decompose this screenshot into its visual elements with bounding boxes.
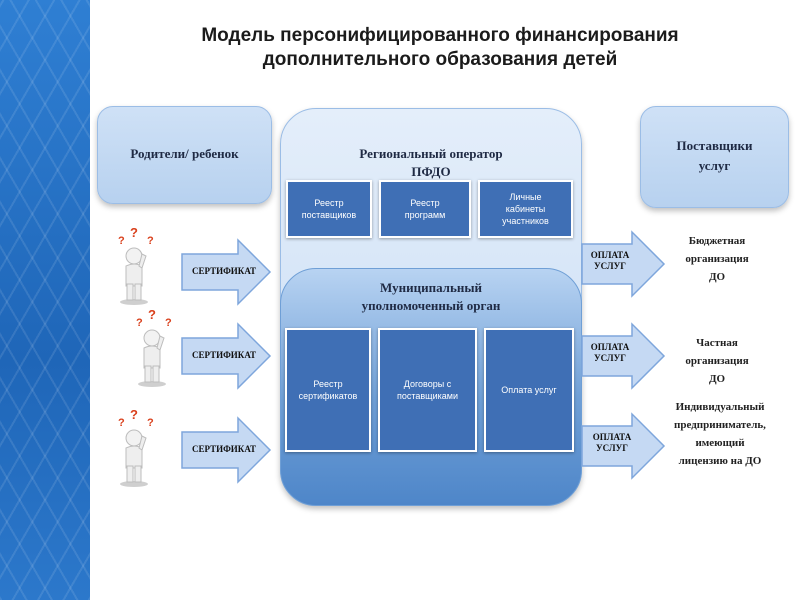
contracts-line2: поставщиками xyxy=(397,391,458,401)
providers-title-line2: услуг xyxy=(698,158,731,173)
question-mark-2a: ? xyxy=(136,317,143,329)
provider-private: Частная организация ДО xyxy=(662,334,772,388)
provider-individual-line2: предприниматель, xyxy=(674,419,766,431)
providers-title-line1: Поставщики xyxy=(676,138,753,153)
provider-individual-line4: лицензию на ДО xyxy=(678,455,762,467)
certificate-arrow-1 xyxy=(181,238,272,306)
payment-label-2: ОПЛАТА УСЛУГ xyxy=(582,342,638,364)
payment-label-3-line2: УСЛУГ xyxy=(596,443,628,453)
provider-private-line3: ДО xyxy=(708,373,726,385)
provider-individual: Индивидуальный предприниматель, имеющий … xyxy=(656,398,784,470)
payment-services-line1: Оплата услуг xyxy=(501,385,557,395)
payment-label-1: ОПЛАТА УСЛУГ xyxy=(582,250,638,272)
person-2-icon: ? ? ? xyxy=(136,308,172,387)
parents-box: Родители/ ребенок xyxy=(97,106,272,204)
provider-budget-line2: организация xyxy=(685,253,749,265)
provider-private-line1: Частная xyxy=(696,337,738,349)
registry-certificates-line2: сертификатов xyxy=(298,391,358,401)
registry-providers-line2: поставщиков xyxy=(301,210,357,220)
payment-label-2-line2: УСЛУГ xyxy=(594,353,626,363)
payment-label-3: ОПЛАТА УСЛУГ xyxy=(584,432,640,454)
parents-label: Родители/ ребенок xyxy=(130,146,239,161)
personal-accounts-line1: Личные xyxy=(509,192,542,202)
page-title: Модель персонифицированного финансирован… xyxy=(110,24,770,72)
question-mark-1c: ? xyxy=(147,235,154,247)
person-1-icon: ? ? ? xyxy=(118,226,154,305)
certificate-label-3: СЕРТИФИКАТ xyxy=(191,444,257,454)
contracts-line1: Договоры с xyxy=(403,379,452,389)
registry-programs-line1: Реестр xyxy=(410,198,440,208)
payment-label-1-line1: ОПЛАТА xyxy=(590,250,630,260)
question-mark-2c: ? xyxy=(165,317,172,329)
payment-services-box: Оплата услуг xyxy=(484,328,574,452)
person-3-icon: ? ? ? xyxy=(118,408,154,487)
registry-programs-line2: программ xyxy=(404,210,446,220)
regional-operator-title: Региональный оператор xyxy=(359,146,503,161)
certificate-arrow-2 xyxy=(181,322,272,390)
registry-providers-line1: Реестр xyxy=(314,198,344,208)
provider-budget: Бюджетная организация ДО xyxy=(662,232,772,286)
payment-arrow-1 xyxy=(581,230,666,298)
provider-budget-line1: Бюджетная xyxy=(688,235,746,247)
personal-accounts-box: Личные кабинеты участников xyxy=(478,180,573,238)
question-mark-3c: ? xyxy=(147,417,154,429)
contracts-box: Договоры с поставщиками xyxy=(378,328,477,452)
payment-label-3-line1: ОПЛАТА xyxy=(592,432,632,442)
payment-label-2-line1: ОПЛАТА xyxy=(590,342,630,352)
payment-label-1-line2: УСЛУГ xyxy=(594,261,626,271)
decorative-side-stripe xyxy=(0,0,90,600)
title-line-1: Модель персонифицированного финансирован… xyxy=(201,25,679,46)
payment-arrow-3 xyxy=(581,412,666,480)
personal-accounts-line3: участников xyxy=(502,216,549,226)
question-mark-1a: ? xyxy=(118,235,125,247)
provider-private-line2: организация xyxy=(685,355,749,367)
providers-box: Поставщики услуг xyxy=(640,106,789,208)
question-mark-2b: ? xyxy=(148,308,156,322)
provider-individual-line1: Индивидуальный xyxy=(675,401,765,413)
certificate-label-2: СЕРТИФИКАТ xyxy=(191,350,257,360)
municipal-subtitle: уполномоченный орган xyxy=(361,298,501,313)
personal-accounts-line2: кабинеты xyxy=(505,204,546,214)
provider-budget-line3: ДО xyxy=(708,271,726,283)
registry-certificates-line1: Реестр xyxy=(313,379,343,389)
registry-certificates-box: Реестр сертификатов xyxy=(285,328,371,452)
question-mark-3b: ? xyxy=(130,408,138,422)
registry-programs-box: Реестр программ xyxy=(379,180,471,238)
municipal-title: Муниципальный xyxy=(380,280,482,295)
question-mark-1b: ? xyxy=(130,226,138,240)
title-line-2: дополнительного образования детей xyxy=(262,49,618,70)
certificate-label-1: СЕРТИФИКАТ xyxy=(191,266,257,276)
registry-providers-box: Реестр поставщиков xyxy=(286,180,372,238)
question-mark-3a: ? xyxy=(118,417,125,429)
regional-operator-subtitle: ПФДО xyxy=(411,164,451,179)
provider-individual-line3: имеющий xyxy=(695,437,745,449)
payment-arrow-2 xyxy=(581,322,666,390)
certificate-arrow-3 xyxy=(181,416,272,484)
